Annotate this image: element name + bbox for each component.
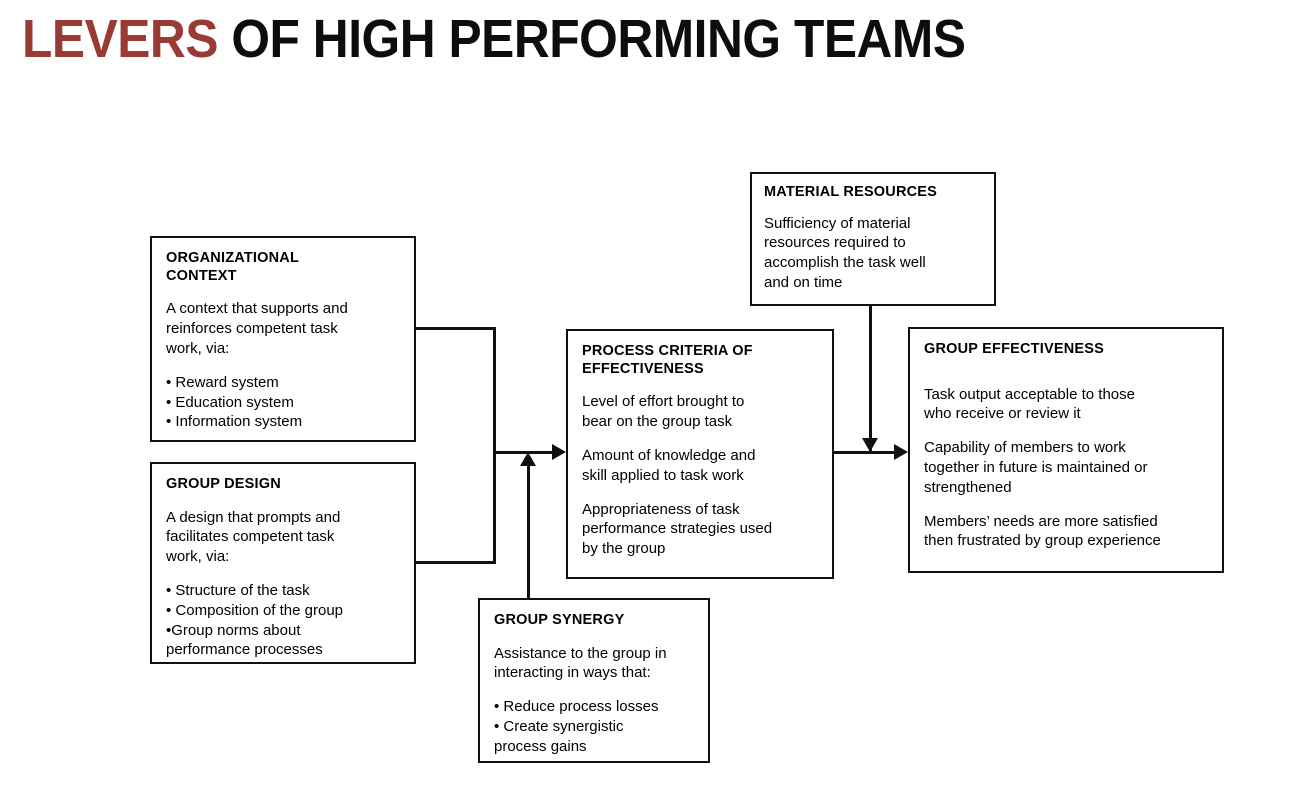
node-group-design-body: A design that prompts and facilitates co… [166, 508, 341, 566]
list-item: • Structure of the task [166, 582, 310, 600]
node-group-design-heading: GROUP DESIGN [166, 476, 281, 492]
arrowhead-down-from-material-resources [862, 438, 878, 452]
node-process-criteria-para-2: Amount of knowledge and skill applied to… [582, 446, 756, 484]
node-group-effectiveness-heading: GROUP EFFECTIVENESS [924, 341, 1104, 357]
node-group-effectiveness-para-1: Task output acceptable to those who rece… [924, 385, 1135, 423]
node-group-effectiveness-para-3: Members’ needs are more satisfied then f… [924, 512, 1161, 550]
list-item: • Reduce process losses [494, 698, 659, 716]
list-item: • Education system [166, 393, 294, 411]
list-item: • Create synergistic process gains [494, 718, 624, 755]
node-group-design: GROUP DESIGN A design that prompts and f… [150, 462, 416, 664]
page-title: LEVERS OF HIGH PERFORMING TEAMS [22, 8, 1190, 72]
node-process-criteria-para-3: Appropriateness of task performance stra… [582, 500, 773, 558]
node-group-synergy-content: GROUP SYNERGY Assistance to the group in… [480, 600, 708, 767]
node-material-resources: MATERIAL RESOURCES Sufficiency of materi… [750, 172, 996, 306]
node-group-design-bullets: • Structure of the task • Composition of… [166, 581, 400, 660]
title-rest: OF HIGH PERFORMING TEAMS [218, 9, 966, 69]
list-item: • Composition of the group [166, 601, 344, 619]
node-group-synergy-body: Assistance to the group in interacting i… [494, 644, 667, 682]
node-organizational-context: ORGANIZATIONAL CONTEXT A context that su… [150, 236, 416, 442]
node-process-criteria-para-1: Level of effort brought to bear on the g… [582, 393, 745, 431]
arrowhead-right-into-group-effectiveness [894, 444, 908, 460]
node-organizational-context-heading: ORGANIZATIONAL CONTEXT [166, 250, 300, 284]
node-group-synergy-bullets: • Reduce process losses • Create synergi… [494, 697, 694, 756]
list-item: • Reward system [166, 373, 279, 391]
title-accent-word: LEVERS [22, 9, 219, 69]
list-item: • Information system [166, 413, 303, 431]
arrowhead-up-from-group-synergy [520, 452, 536, 466]
arrowhead-right-into-process-criteria [552, 444, 566, 460]
node-material-resources-content: MATERIAL RESOURCES Sufficiency of materi… [752, 174, 994, 303]
list-item: •Group norms about performance processes [166, 621, 323, 659]
connector-group-synergy-vertical [527, 462, 530, 600]
connector-material-resources-vertical [869, 306, 872, 452]
node-process-criteria-of-effectiveness: PROCESS CRITERIA OF EFFECTIVENESS Level … [566, 329, 834, 579]
node-organizational-context-content: ORGANIZATIONAL CONTEXT A context that su… [152, 238, 414, 442]
node-group-synergy: GROUP SYNERGY Assistance to the group in… [478, 598, 710, 763]
node-process-criteria-heading: PROCESS CRITERIA OF EFFECTIVENESS [582, 343, 753, 377]
connector-left-spine-vertical [493, 327, 496, 564]
node-group-effectiveness: GROUP EFFECTIVENESS Task output acceptab… [908, 327, 1224, 573]
node-group-effectiveness-content: GROUP EFFECTIVENESS Task output acceptab… [910, 329, 1222, 561]
connector-org-context-to-spine [414, 327, 496, 330]
node-process-criteria-content: PROCESS CRITERIA OF EFFECTIVENESS Level … [568, 331, 832, 569]
connector-group-design-to-spine [414, 561, 496, 564]
node-group-synergy-heading: GROUP SYNERGY [494, 612, 625, 628]
connector-process-to-group-effectiveness [832, 451, 902, 454]
node-organizational-context-bullets: • Reward system • Education system • Inf… [166, 373, 400, 432]
node-group-design-content: GROUP DESIGN A design that prompts and f… [152, 464, 414, 670]
node-organizational-context-body: A context that supports and reinforces c… [166, 300, 348, 357]
node-material-resources-body: Sufficiency of material resources requir… [764, 214, 926, 292]
node-group-effectiveness-para-2: Capability of members to work together i… [924, 439, 1148, 496]
node-material-resources-heading: MATERIAL RESOURCES [764, 184, 938, 200]
